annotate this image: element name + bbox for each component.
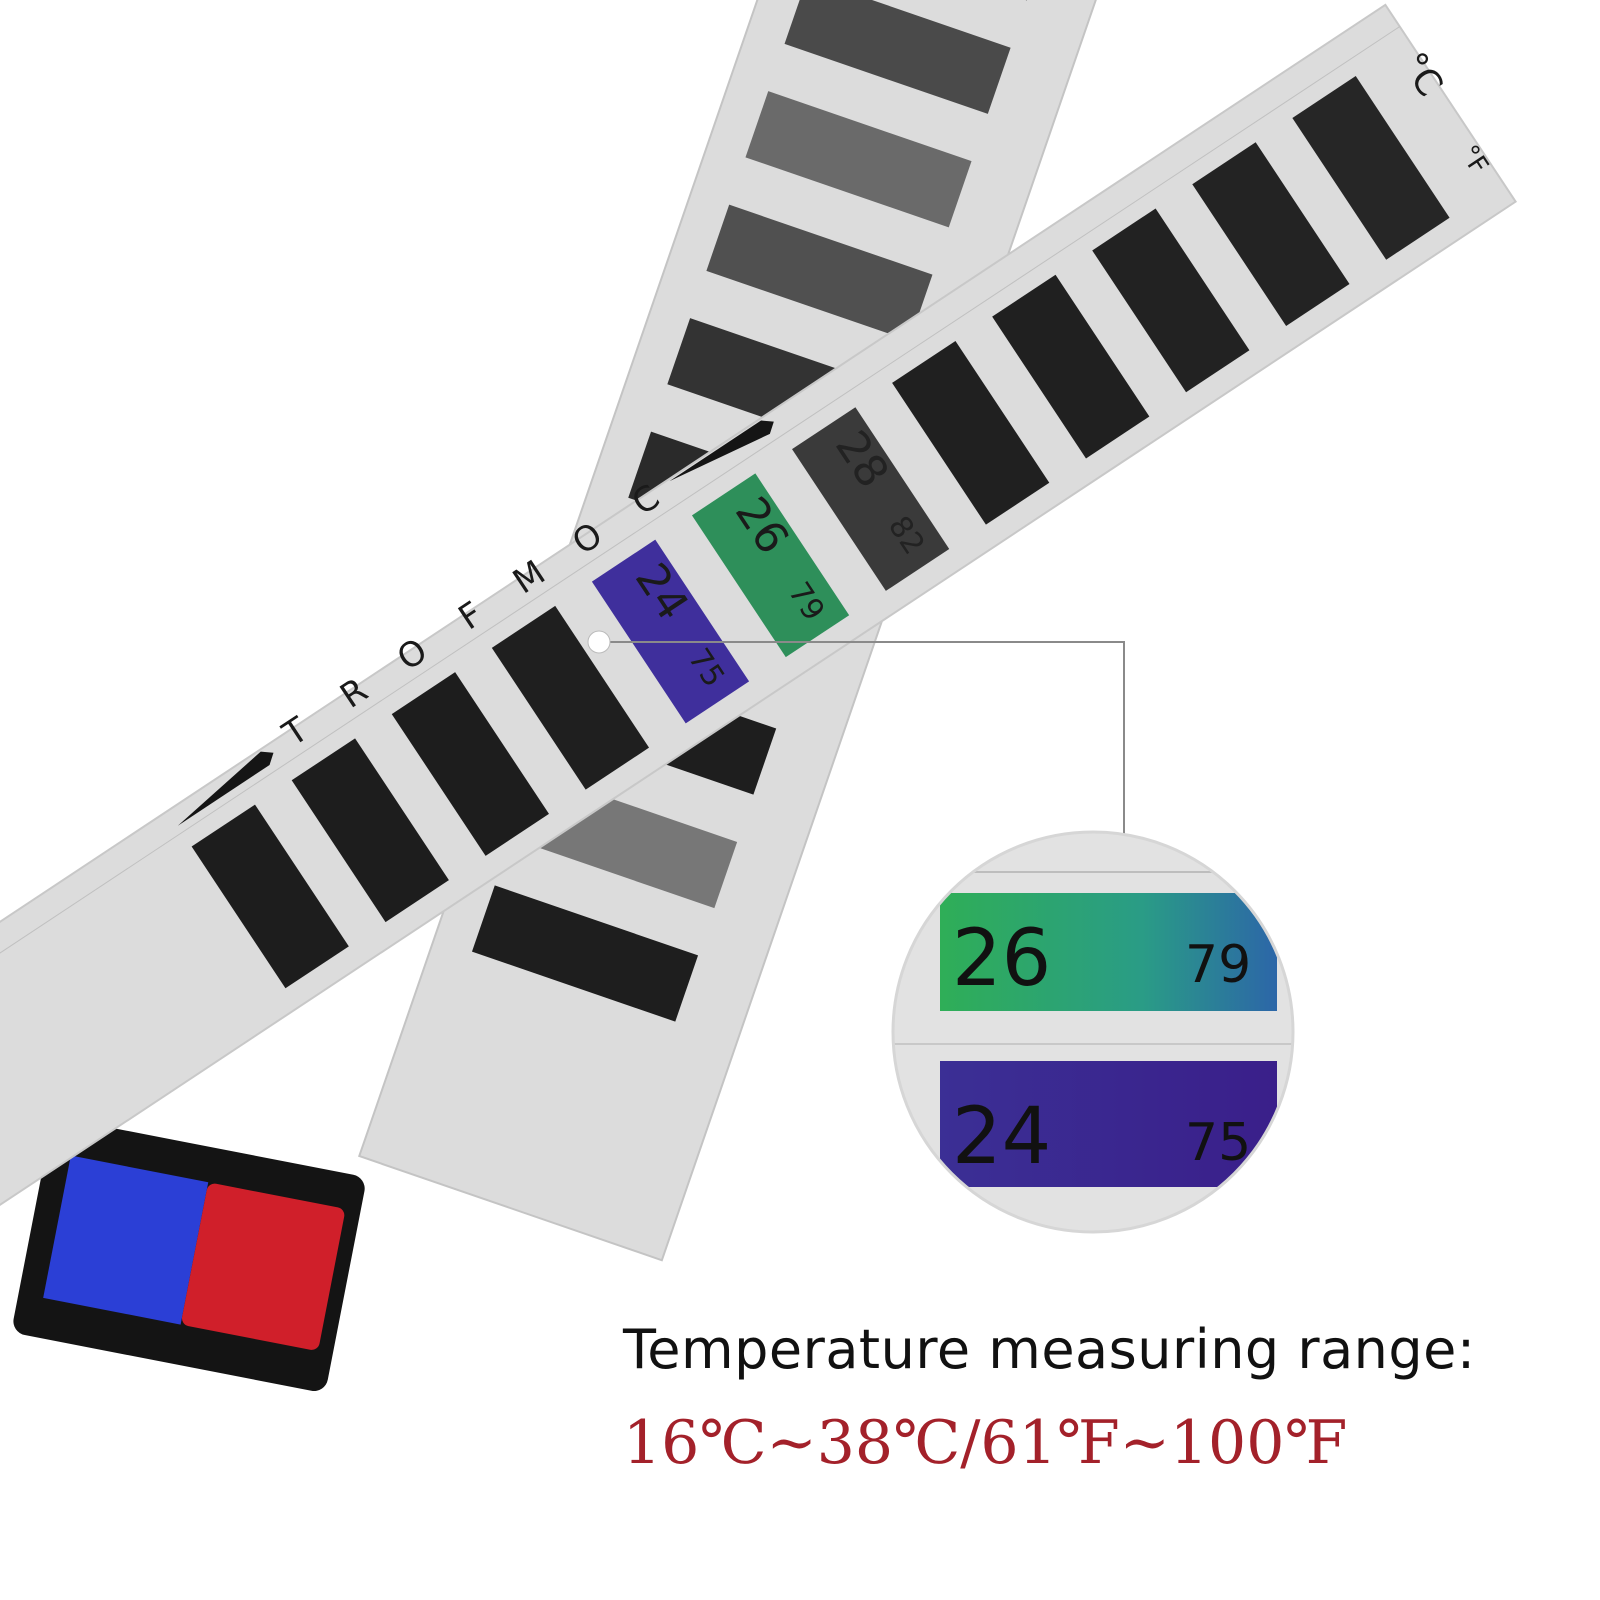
caption-title: Temperature measuring range:: [623, 1318, 1476, 1381]
front-strip: 24 75 26 79 28 82 T R O F M O C °C °F: [0, 3, 1518, 1252]
hot-swatch: [181, 1183, 345, 1350]
right-arrow-icon: [669, 420, 774, 482]
left-arrow-icon: [177, 751, 274, 826]
cell-24: 24 75: [591, 539, 750, 724]
zoom-bottom-fahrenheit: 75: [1185, 1113, 1251, 1173]
cold-swatch: [43, 1155, 209, 1325]
zoom-bottom-celsius: 24: [952, 1092, 1051, 1182]
caption-range: 16℃~38℃/61℉~100℉: [623, 1408, 1348, 1478]
zoom-top-fahrenheit: 79: [1185, 935, 1251, 995]
color-swatch-box: [13, 1118, 365, 1392]
cell-28: 28 82: [792, 407, 950, 591]
zoom-circle: 26 79 24 75: [891, 830, 1295, 1234]
callout: [587, 630, 1125, 845]
zoom-top-celsius: 26: [952, 914, 1051, 1004]
